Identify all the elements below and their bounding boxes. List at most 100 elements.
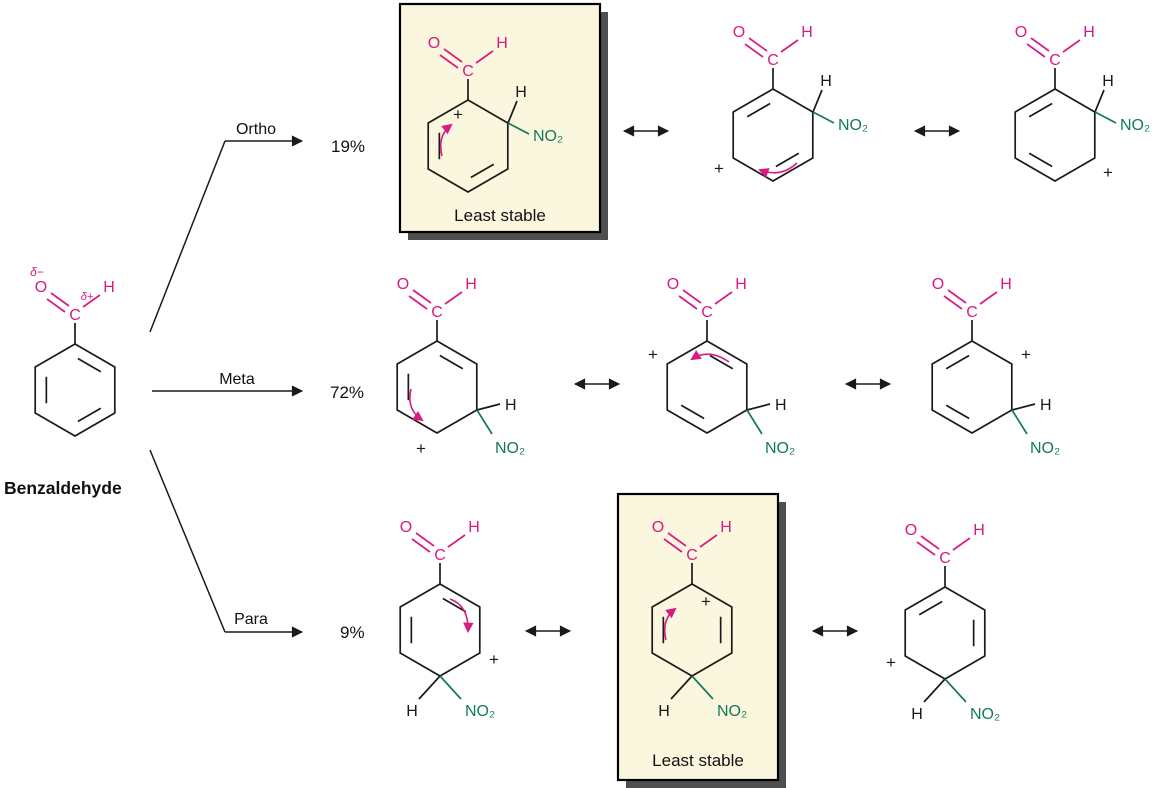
highlight-box-para: Least stable xyxy=(616,492,786,788)
carbonyl-c-h-bond xyxy=(447,534,466,548)
c-n-bond xyxy=(812,111,835,124)
atom-H: H xyxy=(1102,73,1114,90)
charge-plus: + xyxy=(648,345,658,364)
c-n-bond xyxy=(507,122,530,135)
electron-push-arrow xyxy=(663,607,677,641)
charge-plus: + xyxy=(489,650,499,669)
charge-plus: + xyxy=(453,105,463,124)
carbonyl-c-h-bond xyxy=(714,291,733,305)
atom-H: H xyxy=(775,397,787,414)
atom-H: H xyxy=(468,519,480,536)
c-h-bond xyxy=(1094,89,1105,113)
double-bond-inner xyxy=(945,354,970,370)
carbonyl-double-bond xyxy=(1030,37,1050,52)
double-bond-inner xyxy=(1028,102,1053,118)
carbonyl-c-h-bond xyxy=(82,294,101,308)
c-h-bond xyxy=(812,89,823,113)
benzene-ring xyxy=(396,340,478,434)
atom-H: H xyxy=(465,276,477,293)
atom-O: O xyxy=(652,519,664,536)
atom-H: H xyxy=(735,276,747,293)
double-bond-inner xyxy=(1028,152,1053,168)
carbonyl-double-bond xyxy=(46,298,66,313)
atom-C: C xyxy=(966,304,978,321)
atom-H: H xyxy=(973,522,985,539)
double-bond-inner xyxy=(442,597,467,613)
atom-O: O xyxy=(400,519,412,536)
atom-C: C xyxy=(434,547,446,564)
carbonyl-double-bond xyxy=(920,535,940,550)
atom-O: O xyxy=(397,276,409,293)
charge-plus: + xyxy=(1103,163,1113,182)
structure-ortho-3: C O H H NO₂ + xyxy=(1014,24,1150,182)
electron-push-arrow xyxy=(690,350,730,363)
atom-O: O xyxy=(35,279,47,296)
atom-O: O xyxy=(932,276,944,293)
atom-C: C xyxy=(686,547,698,564)
route-label-meta: Meta xyxy=(219,371,255,388)
electron-push-arrow xyxy=(409,388,424,422)
carbonyl-double-bond xyxy=(947,289,967,304)
benzene-ring xyxy=(34,343,116,437)
group-NO2: NO₂ xyxy=(465,703,495,720)
atom-H: H xyxy=(820,73,832,90)
c-h-bond xyxy=(476,403,501,411)
charge-plus: + xyxy=(1021,345,1031,364)
carbonyl-double-bond xyxy=(439,54,459,69)
atom-C: C xyxy=(431,304,443,321)
c-n-bond xyxy=(439,675,462,700)
double-bond-inner xyxy=(680,404,705,420)
carbonyl-double-bond xyxy=(916,541,936,556)
electron-push-arrow xyxy=(758,162,798,178)
atom-O: O xyxy=(905,522,917,539)
double-bond-inner xyxy=(945,404,970,420)
c-h-bond xyxy=(507,100,518,124)
atom-C: C xyxy=(69,307,81,324)
atom-O: O xyxy=(428,35,440,52)
atom-C: C xyxy=(1049,52,1061,69)
least-stable-caption: Least stable xyxy=(454,206,546,225)
delta-plus-label: δ+ xyxy=(81,291,94,303)
double-bond-inner xyxy=(77,407,102,423)
atom-H: H xyxy=(496,35,508,52)
c-n-bond xyxy=(746,409,763,435)
group-NO2: NO₂ xyxy=(970,706,1000,723)
carbonyl-c-h-bond xyxy=(1062,39,1081,53)
atom-H: H xyxy=(505,397,517,414)
carbonyl-double-bond xyxy=(443,48,463,63)
c-h-bond xyxy=(670,675,693,700)
atom-H: H xyxy=(720,519,732,536)
carbonyl-double-bond xyxy=(408,295,428,310)
atom-C: C xyxy=(939,550,951,567)
carbonyl-double-bond xyxy=(663,538,683,553)
atom-H: H xyxy=(658,703,670,720)
double-bond-inner xyxy=(775,152,800,168)
carbonyl-double-bond xyxy=(412,289,432,304)
percent-meta: 72% xyxy=(330,383,364,402)
atom-H: H xyxy=(801,24,813,41)
double-bond-inner xyxy=(709,354,734,370)
atom-H: H xyxy=(515,84,527,101)
charge-plus: + xyxy=(714,159,724,178)
group-NO2: NO₂ xyxy=(1030,440,1060,457)
least-stable-caption: Least stable xyxy=(652,751,744,770)
atom-C: C xyxy=(462,63,474,80)
route-label-ortho: Ortho xyxy=(236,121,276,138)
c-h-bond xyxy=(923,678,946,703)
atom-H: H xyxy=(911,706,923,723)
carbonyl-c-h-bond xyxy=(475,50,494,64)
benzene-ring xyxy=(732,88,814,182)
atom-H: H xyxy=(1083,24,1095,41)
group-NO2: NO₂ xyxy=(1120,117,1150,134)
c-n-bond xyxy=(1011,409,1028,435)
atom-O: O xyxy=(1015,24,1027,41)
group-NO2: NO₂ xyxy=(717,703,747,720)
benzene-ring xyxy=(427,99,509,193)
carbonyl-c-h-bond xyxy=(780,39,799,53)
